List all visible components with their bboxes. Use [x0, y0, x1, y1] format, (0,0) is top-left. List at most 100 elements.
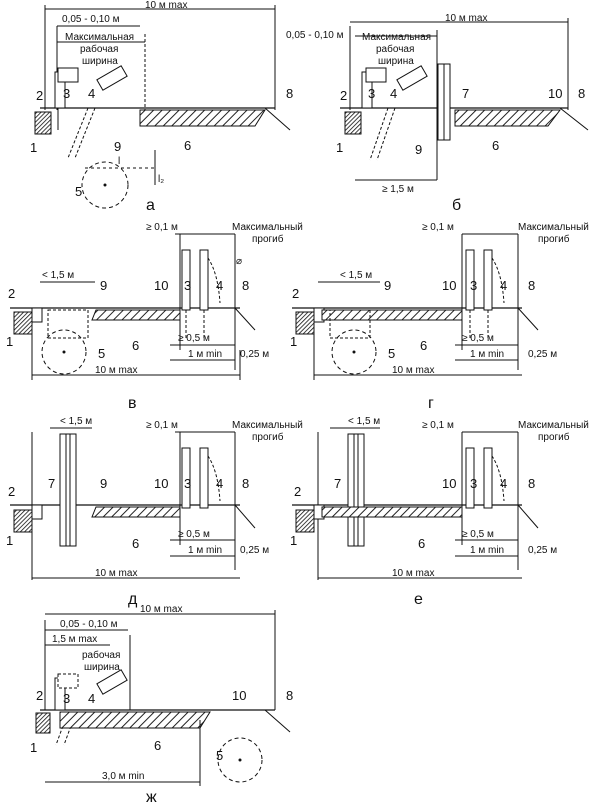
- panel-b-dim-total: 10 м max: [445, 13, 487, 24]
- panel-v-label-3: 3: [184, 278, 191, 293]
- panel-a-dim-total: 10 м max: [145, 0, 187, 11]
- panel-g-dim-total: 10 м max: [392, 365, 434, 376]
- panel-g-dim-top: ≥ 0,1 м: [422, 222, 454, 233]
- panel-zh-label-5: 5: [216, 748, 223, 763]
- panel-zh-label-4: 4: [88, 691, 95, 706]
- panel-g-dim-left: < 1,5 м: [340, 270, 372, 281]
- panel-zh: 10 м max 0,05 - 0,10 м 1,5 м max рабочая…: [30, 604, 293, 806]
- panel-g-label-5: 5: [388, 346, 395, 361]
- panel-v-label-6: 6: [132, 338, 139, 353]
- panel-e-dim-total: 10 м max: [392, 568, 434, 579]
- panel-b-caption: б: [452, 197, 461, 214]
- panel-zh-label-10: 10: [232, 688, 246, 703]
- panel-b-label-8: 8: [578, 86, 585, 101]
- panel-d-label-9: 9: [100, 476, 107, 491]
- panel-a-label-3: 3: [63, 86, 70, 101]
- panel-g-label-10: 10: [442, 278, 456, 293]
- panel-zh-label-1: 1: [30, 740, 37, 755]
- panel-g-label-4: 4: [500, 278, 507, 293]
- panel-zh-work-width-1: рабочая: [82, 649, 120, 661]
- panel-zh-label-6: 6: [154, 738, 161, 753]
- panel-a-label-lr: l₂: [158, 174, 164, 185]
- panel-b-label-2: 2: [340, 88, 347, 103]
- panel-b-label-4: 4: [390, 86, 397, 101]
- panel-a-work-width-2: рабочая: [80, 43, 118, 55]
- panel-v-label-10: 10: [154, 278, 168, 293]
- panel-e-dim-left: < 1,5 м: [348, 416, 380, 427]
- panel-zh-dim-bottom: 3,0 м min: [102, 771, 144, 782]
- panel-a-label-l: l: [118, 156, 120, 167]
- panel-a-label-8: 8: [286, 86, 293, 101]
- panel-b-label-6: 6: [492, 138, 499, 153]
- panel-g-caption: г: [428, 395, 434, 412]
- panel-v-dim-total: 10 м max: [95, 365, 137, 376]
- panel-d-label-1: 1: [6, 533, 13, 548]
- panel-g-label-3: 3: [470, 278, 477, 293]
- panel-zh-label-2: 2: [36, 688, 43, 703]
- panel-zh-label-8: 8: [286, 688, 293, 703]
- panel-zh-work-width-2: ширина: [84, 662, 120, 673]
- panel-v-label-2: 2: [8, 286, 15, 301]
- panel-e-dim-1m: 1 м min: [470, 545, 504, 556]
- panel-g-label-6: 6: [420, 338, 427, 353]
- panel-b-label-7: 7: [462, 86, 469, 101]
- panel-g-label-2: 2: [292, 286, 299, 301]
- panel-g-dim-025: 0,25 м: [528, 349, 557, 360]
- panel-zh-dim-total: 10 м max: [140, 604, 182, 615]
- panel-e-label-4: 4: [500, 476, 507, 491]
- panel-g-label-8: 8: [528, 278, 535, 293]
- panel-a-label-6: 6: [184, 138, 191, 153]
- panel-a: 10 м max 0,05 - 0,10 м Максимальная рабо…: [30, 0, 293, 214]
- panel-d: < 1,5 м ≥ 0,1 м Максимальный прогиб ≥ 0,…: [6, 416, 303, 608]
- panel-zh-dim-15: 1,5 м max: [52, 634, 97, 645]
- panel-v-deflection-2: прогиб: [252, 233, 284, 245]
- panel-e-deflection-2: прогиб: [538, 431, 570, 443]
- panel-b-roadway-6: [454, 109, 561, 127]
- panel-e-label-6: 6: [418, 536, 425, 551]
- panel-b-label-1: 1: [336, 140, 343, 155]
- panel-e-label-1: 1: [290, 533, 297, 548]
- panel-a-dim-gap: 0,05 - 0,10 м: [62, 14, 120, 25]
- panel-v: ≥ 0,1 м Максимальный прогиб < 1,5 м ⌀ ≥ …: [6, 222, 303, 412]
- panel-a-caption: а: [146, 197, 155, 214]
- panel-zh-caption: ж: [146, 789, 157, 806]
- panel-d-label-4: 4: [216, 476, 223, 491]
- panel-b-dim-bottom: ≥ 1,5 м: [382, 184, 414, 195]
- panel-v-angle-icon: ⌀: [236, 256, 242, 267]
- panel-v-label-5: 5: [98, 346, 105, 361]
- panel-v-dim-025: 0,25 м: [240, 349, 269, 360]
- panel-b-work-width-2: рабочая: [376, 43, 414, 55]
- panel-b-work-width-1: Максимальная: [362, 32, 431, 43]
- panel-g-dim-1m: 1 м min: [470, 349, 504, 360]
- panel-d-label-2: 2: [8, 484, 15, 499]
- panel-d-label-7: 7: [48, 476, 55, 491]
- panel-e-label-2: 2: [294, 484, 301, 499]
- panel-a-label-2: 2: [36, 88, 43, 103]
- panel-e-label-8: 8: [528, 476, 535, 491]
- panel-v-label-1: 1: [6, 334, 13, 349]
- panel-e-dim-top: ≥ 0,1 м: [422, 420, 454, 431]
- panel-g-label-1: 1: [290, 334, 297, 349]
- panel-d-dim-top: ≥ 0,1 м: [146, 420, 178, 431]
- panel-d-caption: д: [128, 591, 138, 608]
- panel-g-dim-half: ≥ 0,5 м: [462, 333, 494, 344]
- panel-e-label-3: 3: [470, 476, 477, 491]
- panel-v-dim-top: ≥ 0,1 м: [146, 222, 178, 233]
- panel-a-kerb: [34, 111, 52, 135]
- panel-d-label-8: 8: [242, 476, 249, 491]
- panel-d-label-6: 6: [132, 536, 139, 551]
- panel-d-deflection-1: Максимальный: [232, 420, 303, 431]
- panel-v-label-9: 9: [100, 278, 107, 293]
- panel-e-caption: е: [414, 591, 423, 608]
- panel-v-caption: в: [128, 395, 137, 412]
- panel-d-label-3: 3: [184, 476, 191, 491]
- panel-v-dim-left: < 1,5 м: [42, 270, 74, 281]
- panel-b-label-9: 9: [415, 142, 422, 157]
- panel-b-work-width-3: ширина: [378, 56, 414, 67]
- panel-a-label-9: 9: [114, 139, 121, 154]
- panel-a-label-1: 1: [30, 140, 37, 155]
- panel-g-label-9: 9: [384, 278, 391, 293]
- panel-a-label-5: 5: [75, 184, 82, 199]
- panel-a-roadway-6: [139, 109, 266, 127]
